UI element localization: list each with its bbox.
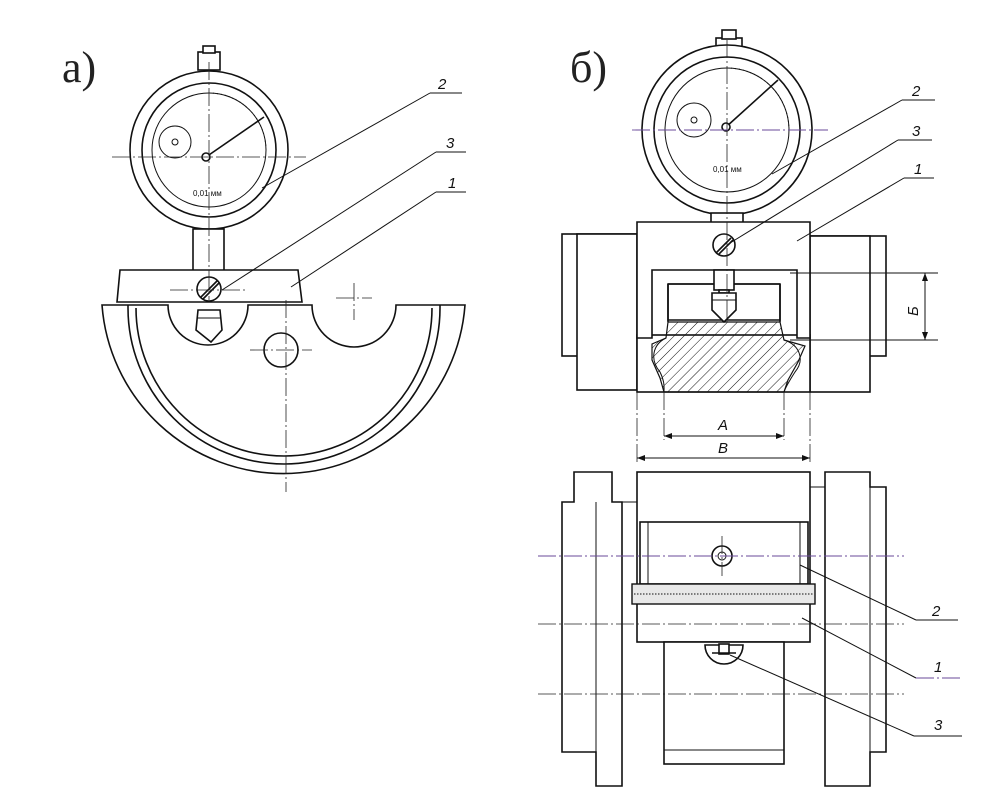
callout-b-top-2: 2 bbox=[911, 83, 921, 100]
leaders-b-top: 2 3 1 bbox=[729, 83, 935, 244]
callout-b-bottom-3: 3 bbox=[934, 717, 943, 734]
panel-b-bottom: 2 1 3 bbox=[538, 471, 962, 787]
dial-scale-label-b: 0,01 мм bbox=[713, 165, 742, 174]
callout-a-3: 3 bbox=[446, 135, 455, 152]
right-block-bottom bbox=[824, 471, 887, 787]
dimension-d: Б bbox=[905, 306, 922, 316]
leaders-a: 2 3 1 bbox=[221, 76, 466, 291]
semicircular-workpiece-a bbox=[101, 304, 466, 475]
panel-b-label: б) bbox=[570, 43, 607, 92]
panel-b-top: б) 0,01 мм bbox=[561, 29, 938, 462]
centerlines-a bbox=[112, 62, 372, 492]
left-block-bottom bbox=[561, 471, 623, 787]
callout-b-bottom-2: 2 bbox=[931, 603, 941, 620]
holder-bar-a bbox=[116, 269, 303, 303]
callout-a-2: 2 bbox=[437, 76, 447, 93]
panel-a-label: а) bbox=[62, 43, 96, 92]
callout-b-top-1: 1 bbox=[914, 161, 922, 178]
dimension-a: А bbox=[717, 417, 728, 434]
callout-b-bottom-1: 1 bbox=[934, 659, 942, 676]
callout-a-1: 1 bbox=[448, 175, 456, 192]
centerlines-b-bottom bbox=[538, 536, 904, 695]
workpiece-section-b bbox=[636, 321, 811, 393]
dial-scale-ticks bbox=[208, 92, 267, 151]
dimensions-b: А В Б bbox=[637, 272, 938, 461]
centerlines-b-top bbox=[632, 40, 828, 462]
side-blocks-b bbox=[561, 233, 887, 393]
center-body-bottom bbox=[622, 471, 825, 765]
dimension-b: В bbox=[718, 440, 728, 457]
knurled-ring bbox=[631, 583, 816, 605]
holder-frame-b bbox=[636, 221, 811, 339]
panel-a: а) 0,01 мм bbox=[62, 43, 466, 492]
leaders-b-bottom: 2 1 3 bbox=[729, 564, 962, 737]
callout-b-top-3: 3 bbox=[912, 123, 921, 140]
dial-scale-label: 0,01 мм bbox=[193, 189, 222, 198]
